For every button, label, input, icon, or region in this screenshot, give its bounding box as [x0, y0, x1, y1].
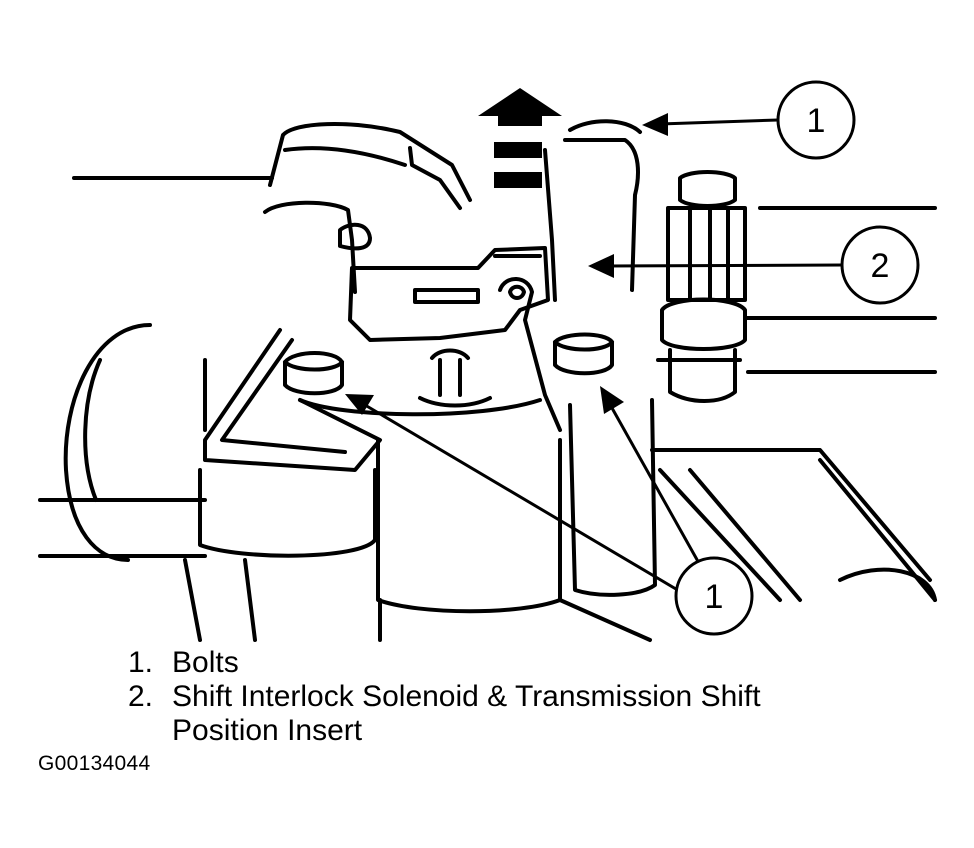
center-stud-top	[430, 348, 470, 360]
leader-arrow-1-bottom-left	[345, 394, 374, 415]
dash-mark-2	[494, 172, 542, 188]
lower-frame-line	[378, 598, 652, 642]
right-bolt-top	[553, 340, 614, 352]
leader-arrow-2	[588, 254, 614, 278]
left-disc-inner	[83, 358, 102, 502]
right-post-top	[678, 170, 737, 208]
callout-2: 2	[840, 225, 920, 305]
leader-line-2	[605, 263, 844, 268]
left-bolt-top	[283, 360, 344, 372]
up-arrow-icon	[478, 88, 562, 126]
leader-arrow-1-bottom-right	[600, 386, 624, 414]
center-stud	[438, 358, 462, 397]
leader-arrow-1-top	[642, 113, 668, 136]
legend-item-number: 1.	[128, 646, 154, 679]
leader-line-1-bottom-right	[610, 407, 702, 566]
solenoid-body-right	[568, 398, 657, 597]
housing-upper-right	[563, 138, 640, 292]
housing-top-cap	[568, 119, 642, 134]
left-bolt-head	[283, 351, 344, 396]
legend-item-text-continued: Position Insert	[172, 714, 363, 747]
leader-line-1-top	[659, 118, 779, 126]
leader-line-1-bottom-left	[364, 403, 682, 594]
legend-item-text: Bolts	[172, 646, 239, 679]
left-disc	[63, 323, 152, 562]
callout-1-bottom-number: 1	[705, 578, 724, 616]
right-bottom-block	[838, 567, 937, 602]
left-rod-inner	[220, 338, 347, 454]
legend-item: 2. Shift Interlock Solenoid & Transmissi…	[128, 680, 761, 748]
right-post-base	[668, 348, 737, 403]
housing-pin	[338, 222, 372, 251]
bracket-arm	[498, 277, 562, 432]
right-post-ribs	[688, 206, 730, 302]
callout-1-top: 1	[776, 80, 856, 160]
bracket-slot	[413, 288, 480, 304]
solenoid-flange	[298, 398, 542, 417]
legend-item: 1. Bolts	[128, 646, 761, 680]
bracket-arm-hole	[508, 284, 526, 300]
left-base-block	[198, 468, 377, 558]
right-linkage-lower	[658, 468, 802, 602]
lever-knob-inner	[283, 146, 407, 167]
housing-wall	[543, 148, 557, 302]
callout-2-number: 2	[871, 247, 890, 285]
right-post-body	[666, 206, 747, 302]
right-bolt-head	[553, 332, 614, 376]
right-post-cap	[660, 297, 747, 351]
legend-item-number: 2.	[128, 680, 154, 713]
left-pillar	[183, 358, 257, 642]
callout-1-bottom: 1	[674, 556, 754, 636]
legend-item-text: Shift Interlock Solenoid & Transmission …	[172, 680, 761, 713]
callout-1-top-number: 1	[807, 102, 826, 140]
left-rod	[203, 328, 382, 472]
figure-id: G00134044	[38, 752, 151, 775]
component-diagram: 1 2 1	[38, 80, 937, 642]
solenoid-body	[376, 438, 562, 614]
lever-collar	[408, 146, 462, 210]
lever-knob	[268, 122, 472, 202]
housing-left-block	[263, 200, 357, 294]
bracket-plate	[348, 246, 550, 342]
center-stud-base	[418, 396, 492, 408]
legend: 1. Bolts 2. Shift Interlock Solenoid & T…	[128, 646, 761, 748]
dash-mark-1	[494, 142, 542, 158]
